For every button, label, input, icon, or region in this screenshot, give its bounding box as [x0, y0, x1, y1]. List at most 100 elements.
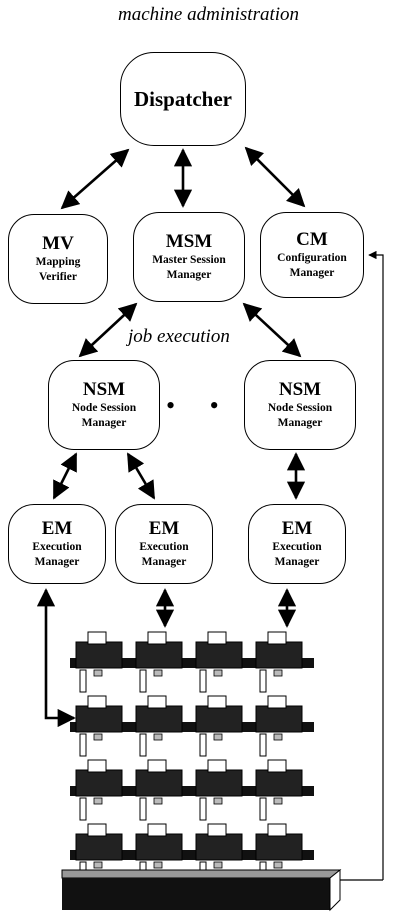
section-label-machine-administration: machine administration: [118, 4, 300, 25]
mv-abbr: MV: [42, 233, 74, 254]
node-cabinet-top: [87, 631, 107, 645]
node-cabinet-top: [207, 695, 227, 709]
nsm-2-full-1: Node Session: [267, 402, 333, 414]
rack-leg: [139, 669, 147, 693]
node-cabinet-top: [207, 823, 227, 837]
nsm-1-full-2: Manager: [81, 417, 127, 429]
dispatcher-node: Dispatcher: [120, 52, 246, 146]
msm-abbr: MSM: [165, 231, 213, 252]
em-node-1: EM Execution Manager: [8, 504, 106, 584]
rack-leg: [139, 797, 147, 821]
msm-full-2: Manager: [166, 269, 212, 281]
rack-leg: [199, 669, 207, 693]
em-2-full-1: Execution: [139, 541, 189, 553]
arrow-dispatcher-mv: [60, 148, 130, 210]
base-side: [329, 868, 341, 912]
nsm-2-full-2: Manager: [277, 417, 323, 429]
rack-leg: [259, 733, 267, 757]
rack-leg: [259, 797, 267, 821]
node-cabinet-top: [267, 823, 287, 837]
section-label-job-execution: job execution: [128, 326, 230, 347]
nsm-1-abbr: NSM: [82, 379, 126, 400]
cm-full-2: Manager: [289, 267, 335, 279]
node-cabinet-top: [207, 759, 227, 773]
node-cabinet: [135, 705, 183, 733]
msm-node: MSM Master Session Manager: [133, 212, 245, 302]
node-indicator: [213, 797, 223, 805]
rack-leg: [79, 733, 87, 757]
node-indicator: [273, 797, 283, 805]
node-cabinet: [75, 705, 123, 733]
node-cabinet-top: [147, 631, 167, 645]
rack-shelf: [70, 658, 314, 668]
nsm-1-full-1: Node Session: [71, 402, 137, 414]
mv-node: MV Mapping Verifier: [8, 214, 108, 304]
node-cabinet: [75, 641, 123, 669]
em-2-full-2: Manager: [141, 556, 187, 568]
node-cabinet-top: [147, 823, 167, 837]
em-1-full-1: Execution: [32, 541, 82, 553]
em-node-2: EM Execution Manager: [115, 504, 213, 584]
node-cabinet-top: [87, 759, 107, 773]
node-cabinet-top: [87, 695, 107, 709]
node-cabinet: [255, 769, 303, 797]
node-cabinet-top: [147, 759, 167, 773]
node-indicator: [273, 861, 283, 869]
node-indicator: [93, 861, 103, 869]
nsm-node-1: NSM Node Session Manager: [48, 360, 160, 450]
nsm-2-abbr: NSM: [278, 379, 322, 400]
node-cabinet: [195, 769, 243, 797]
node-cabinet-top: [267, 759, 287, 773]
node-indicator: [93, 733, 103, 741]
rack-leg: [79, 797, 87, 821]
em-1-abbr: EM: [41, 518, 73, 539]
node-indicator: [153, 733, 163, 741]
node-cabinet: [75, 769, 123, 797]
node-indicator: [93, 797, 103, 805]
cm-full-1: Configuration: [277, 252, 347, 264]
node-cabinet: [195, 705, 243, 733]
em-1-full-2: Manager: [34, 556, 80, 568]
arrow-cm-feedback: [368, 250, 384, 880]
em-node-3: EM Execution Manager: [248, 504, 346, 584]
cm-node: CM Configuration Manager: [260, 212, 364, 298]
rack-shelf: [70, 850, 314, 860]
msm-full-1: Master Session: [152, 254, 226, 266]
node-cabinet: [195, 641, 243, 669]
rack-leg: [139, 733, 147, 757]
arrow-nsm-1-em-1: [52, 452, 78, 500]
node-indicator: [213, 861, 223, 869]
arrow-nsm-1-em-2: [126, 452, 156, 500]
node-cabinet: [135, 641, 183, 669]
node-indicator: [93, 669, 103, 677]
dispatcher-label: Dispatcher: [134, 86, 232, 111]
node-indicator: [153, 669, 163, 677]
em-3-full-1: Execution: [272, 541, 322, 553]
rack-shelf: [70, 722, 314, 732]
node-cabinet: [255, 833, 303, 861]
arrow-dispatcher-cm: [244, 146, 306, 208]
mv-full-2: Verifier: [39, 271, 77, 283]
em-3-abbr: EM: [281, 518, 313, 539]
hardware-grid: [61, 631, 342, 912]
node-indicator: [153, 861, 163, 869]
em-3-full-2: Manager: [274, 556, 320, 568]
rack-leg: [199, 797, 207, 821]
rack-shelf: [70, 786, 314, 796]
nsm-node-2: NSM Node Session Manager: [244, 360, 356, 450]
node-cabinet-top: [207, 631, 227, 645]
node-cabinet-top: [267, 695, 287, 709]
rack-leg: [79, 669, 87, 693]
base-block: [62, 878, 330, 910]
rack-leg: [259, 669, 267, 693]
node-indicator: [153, 797, 163, 805]
base-top: [61, 869, 342, 879]
node-cabinet: [255, 641, 303, 669]
node-cabinet-top: [267, 631, 287, 645]
node-cabinet: [255, 705, 303, 733]
arrow-msm-nsm-1: [78, 302, 138, 358]
node-indicator: [273, 669, 283, 677]
node-cabinet: [135, 769, 183, 797]
rack-leg: [199, 733, 207, 757]
